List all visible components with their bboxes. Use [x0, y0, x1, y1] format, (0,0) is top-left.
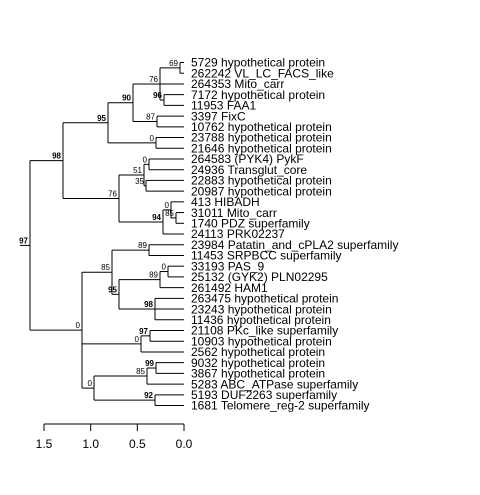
leaf-label: 1740 PDZ superfamily [191, 217, 310, 231]
bootstrap-value: 85 [165, 209, 174, 218]
bootstrap-value: 0 [88, 379, 93, 388]
leaf-label: 24936 Transglut_core [191, 163, 307, 177]
bootstrap-value: 94 [152, 213, 161, 222]
leaf-label: 11436 hypothetical protein [191, 313, 331, 327]
bootstrap-value: 87 [146, 112, 155, 121]
leaf-label: 3867 hypothetical protein [191, 367, 325, 381]
leaf-label: 1681 Telomere_reg-2 superfamily [191, 399, 370, 413]
bootstrap-value: 35 [135, 177, 144, 186]
leaf-label: 9032 hypothetical protein [191, 356, 325, 370]
bootstrap-value: 98 [52, 152, 61, 161]
leaf-label: 3397 FixC [191, 109, 246, 123]
leaf-label: 22883 hypothetical protein [191, 174, 332, 188]
leaf-label: 25132 (GYK2) PLN02295 [191, 270, 328, 284]
bootstrap-value: 0 [162, 263, 167, 272]
leaf-label: 23984 Patatin_and_cPLA2 superfamily [191, 238, 398, 252]
axis-tick-label: 1.0 [82, 437, 99, 451]
bootstrap-value: 89 [149, 271, 158, 280]
bootstrap-value: 99 [145, 359, 154, 368]
leaf-label: 20987 hypothetical protein [191, 184, 332, 198]
leaf-label: 2562 hypothetical protein [191, 345, 325, 359]
bootstrap-value: 95 [97, 114, 106, 123]
leaf-label: 23243 hypothetical protein [191, 302, 332, 316]
leaf-label: 21108 PKc_like superfamily [191, 324, 338, 338]
leaf-label: 413 HIBADH [191, 195, 260, 209]
leaf-label: 33193 PAS_9 [191, 259, 264, 273]
leaf-label: 23788 hypothetical protein [191, 131, 332, 145]
leaf-label: 31011 Mito_carr [191, 206, 277, 220]
distance-axis: 1.5 1.0 0.5 0.0 [36, 423, 193, 451]
leaf-label: 11453 SRPBCC superfamily [191, 249, 342, 263]
leaf-label: 10903 hypothetical protein [191, 334, 332, 348]
bootstrap-value: 76 [108, 190, 117, 199]
leaf-label: 24113 PRK02237 [191, 227, 285, 241]
bootstrap-value: 85 [136, 367, 145, 376]
bootstrap-value: 89 [138, 241, 147, 250]
leaf-label: 11953 FAA1 [191, 99, 256, 113]
leaf-label: 261492 HAM1 [191, 281, 268, 295]
leaf-label: 7172 hypothetical protein [191, 88, 325, 102]
bootstrap-value: 96 [153, 91, 162, 100]
axis-tick-label: 0.5 [129, 437, 146, 451]
bootstrap-value: 95 [108, 285, 117, 294]
bootstrap-value: 0 [76, 321, 81, 330]
leaf-label: 5283 ABC_ATPase superfamily [191, 377, 358, 391]
bootstrap-value: 97 [19, 236, 28, 245]
leaf-label: 263475 hypothetical protein [191, 292, 338, 306]
leaf-label: 5193 DUF2263 superfamily [191, 388, 337, 402]
leaf-label: 21646 hypothetical protein [191, 141, 332, 155]
bootstrap-value: 0 [150, 134, 155, 143]
bootstrap-value: 85 [101, 263, 110, 272]
leaf-label: 10762 hypothetical protein [191, 120, 332, 134]
bootstrap-value: 0 [165, 201, 170, 210]
bootstrap-value: 0 [143, 155, 148, 164]
leaf-label: 5729 hypothetical protein [191, 56, 325, 70]
bootstrap-value: 98 [144, 300, 153, 309]
bootstrap-value: 92 [144, 391, 153, 400]
leaf-label: 262242 VL_LC_FACS_like [191, 66, 334, 80]
axis-ticks: 1.5 1.0 0.5 0.0 [36, 424, 193, 451]
axis-tick-label: 0.0 [176, 437, 193, 451]
bootstrap-value: 69 [169, 59, 178, 68]
axis-tick-label: 1.5 [36, 437, 53, 451]
leaf-label: 264583 (PYK4) PykF [191, 152, 304, 166]
bootstrap-value: 76 [149, 75, 158, 84]
tree-branches [20, 62, 184, 407]
leaf-label: 264353 Mito_carr [191, 77, 284, 91]
bootstrap-value: 51 [133, 166, 142, 175]
bootstrap-value: 90 [122, 94, 131, 103]
bootstrap-value: 0 [135, 335, 140, 344]
bootstrap-value: 97 [139, 327, 148, 336]
